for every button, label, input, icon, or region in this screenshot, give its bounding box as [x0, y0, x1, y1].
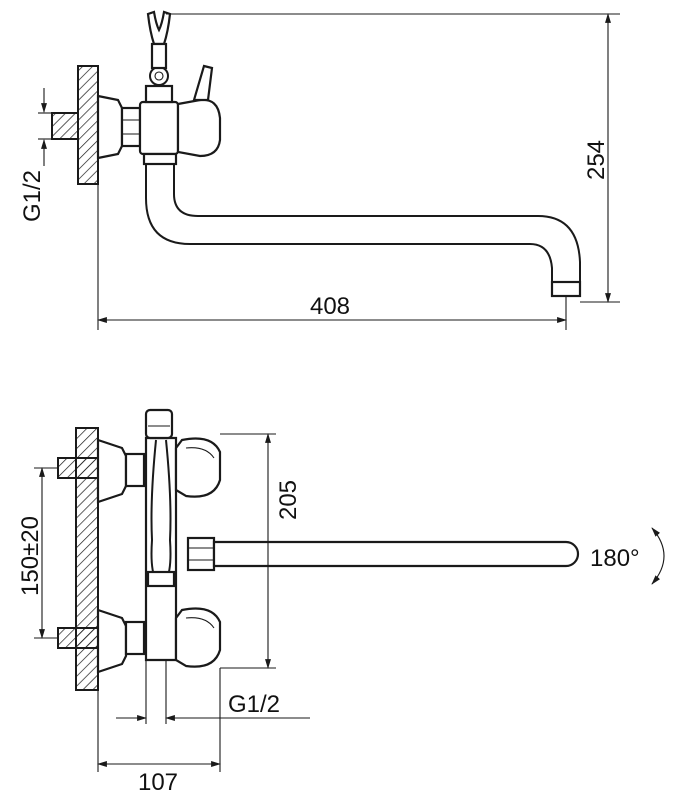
shower-holder: [146, 10, 172, 46]
rotation-label: 180°: [590, 545, 640, 572]
front-wall-plate: [75, 427, 99, 691]
hex-nut: [120, 106, 142, 148]
rotation-arrow: [651, 527, 665, 585]
side-view: 408 254 G1/2: [19, 10, 620, 330]
spout-collar: [186, 536, 216, 572]
dim-205-label: 205: [275, 480, 302, 520]
diverter-collar: [144, 84, 174, 104]
escutcheon: [96, 94, 124, 160]
dim-107-label: 107: [138, 769, 178, 796]
mixer-body: [138, 100, 180, 156]
front-mixer-body: [144, 436, 178, 662]
spout: [145, 164, 553, 290]
lever-tab: [192, 64, 214, 102]
dim-height-label: 254: [583, 140, 610, 180]
lever-handle: [176, 98, 222, 158]
lower-inlet: [57, 627, 99, 649]
front-thread-label: G1/2: [228, 691, 280, 718]
inlet-pipe: [51, 112, 79, 140]
dim-spacing-label: 150±20: [17, 516, 44, 596]
upper-inlet: [57, 457, 99, 479]
dim-width-label: 408: [310, 293, 350, 320]
lower-handle: [174, 607, 222, 668]
front-spout: [212, 540, 580, 568]
side-thread-label: G1/2: [19, 170, 46, 222]
front-view: 180° 205 150±20 G1/2 107: [17, 408, 665, 796]
upper-handle: [174, 437, 222, 498]
spout-tip: [550, 280, 582, 298]
wall-plate: [77, 65, 99, 185]
